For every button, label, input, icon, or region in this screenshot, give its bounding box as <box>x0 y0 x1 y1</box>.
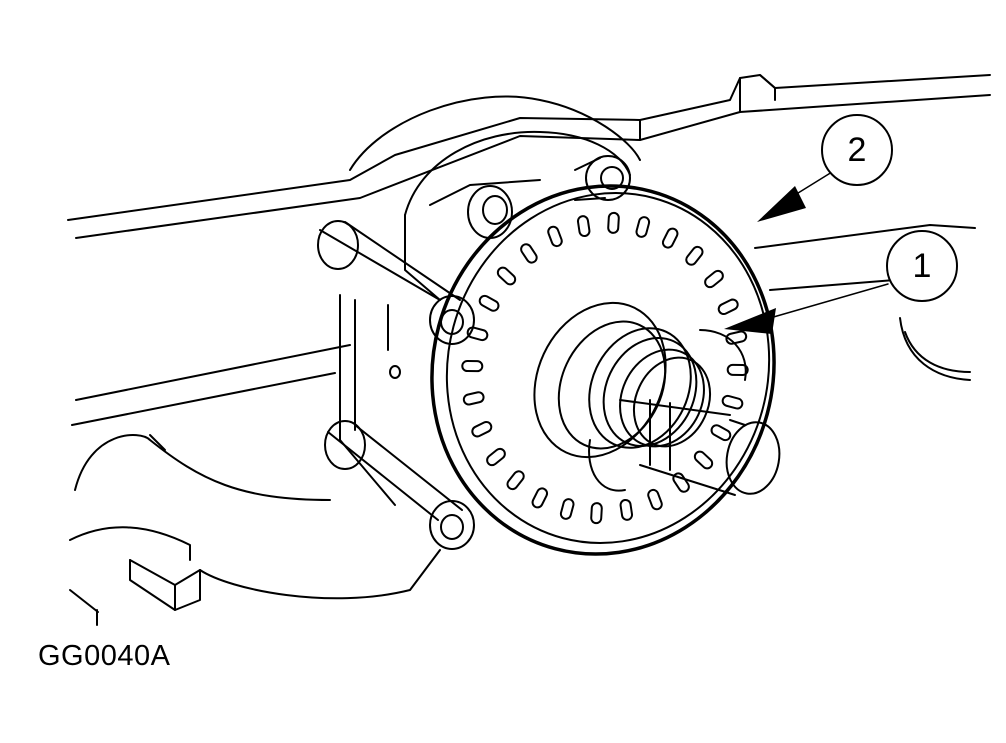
callout-2-arrowhead <box>757 186 806 222</box>
right-bracket <box>900 318 970 380</box>
disc-index-holes <box>462 213 748 524</box>
disc-index-hole <box>505 469 525 491</box>
disc-index-hole <box>519 242 538 264</box>
disc-index-hole <box>478 294 500 312</box>
disc-index-hole <box>560 498 575 520</box>
mounting-block <box>405 156 630 300</box>
tool-frame <box>340 295 400 505</box>
disc-index-hole <box>577 215 590 236</box>
disc-index-hole <box>471 420 493 438</box>
disc-index-hole <box>703 269 725 289</box>
disc-index-hole <box>620 499 633 520</box>
lower-guide-rod <box>325 421 474 549</box>
disc-index-hole <box>661 227 679 249</box>
lower-housing <box>70 435 440 625</box>
callout-1-number: 1 <box>913 247 932 285</box>
disc-index-hole <box>485 447 507 467</box>
disc-index-hole <box>608 213 619 234</box>
disc-index-hole <box>717 298 739 316</box>
upper-guide-rod <box>318 221 474 344</box>
output-shaft <box>620 400 785 498</box>
callout-1: 1 <box>887 231 957 301</box>
disc-index-hole <box>635 216 650 238</box>
disc-index-hole <box>462 361 482 371</box>
disc-index-hole <box>591 503 602 524</box>
disc-index-hole <box>725 330 747 344</box>
callout-1-leader <box>770 284 888 318</box>
callout-2: 2 <box>822 115 892 185</box>
housing-dome <box>350 96 640 215</box>
disc-index-hole <box>722 395 744 410</box>
callout-2-number: 2 <box>848 131 867 169</box>
alignment-disc <box>391 147 815 592</box>
figure-code: GG0040A <box>38 640 171 672</box>
disc-index-hole <box>693 450 714 471</box>
lower-housing-rail <box>72 225 975 425</box>
shaft-hub <box>510 281 746 490</box>
disc-index-hole <box>547 225 563 247</box>
callout-1-arrowhead <box>724 308 776 334</box>
disc-index-hole <box>728 365 748 375</box>
disc-index-hole <box>710 423 732 441</box>
disc-index-hole <box>684 245 704 267</box>
disc-index-hole <box>463 391 485 405</box>
disc-index-hole <box>496 266 517 287</box>
disc-index-hole <box>467 326 489 341</box>
disc-index-hole <box>531 487 549 509</box>
disc-index-hole <box>647 488 663 510</box>
